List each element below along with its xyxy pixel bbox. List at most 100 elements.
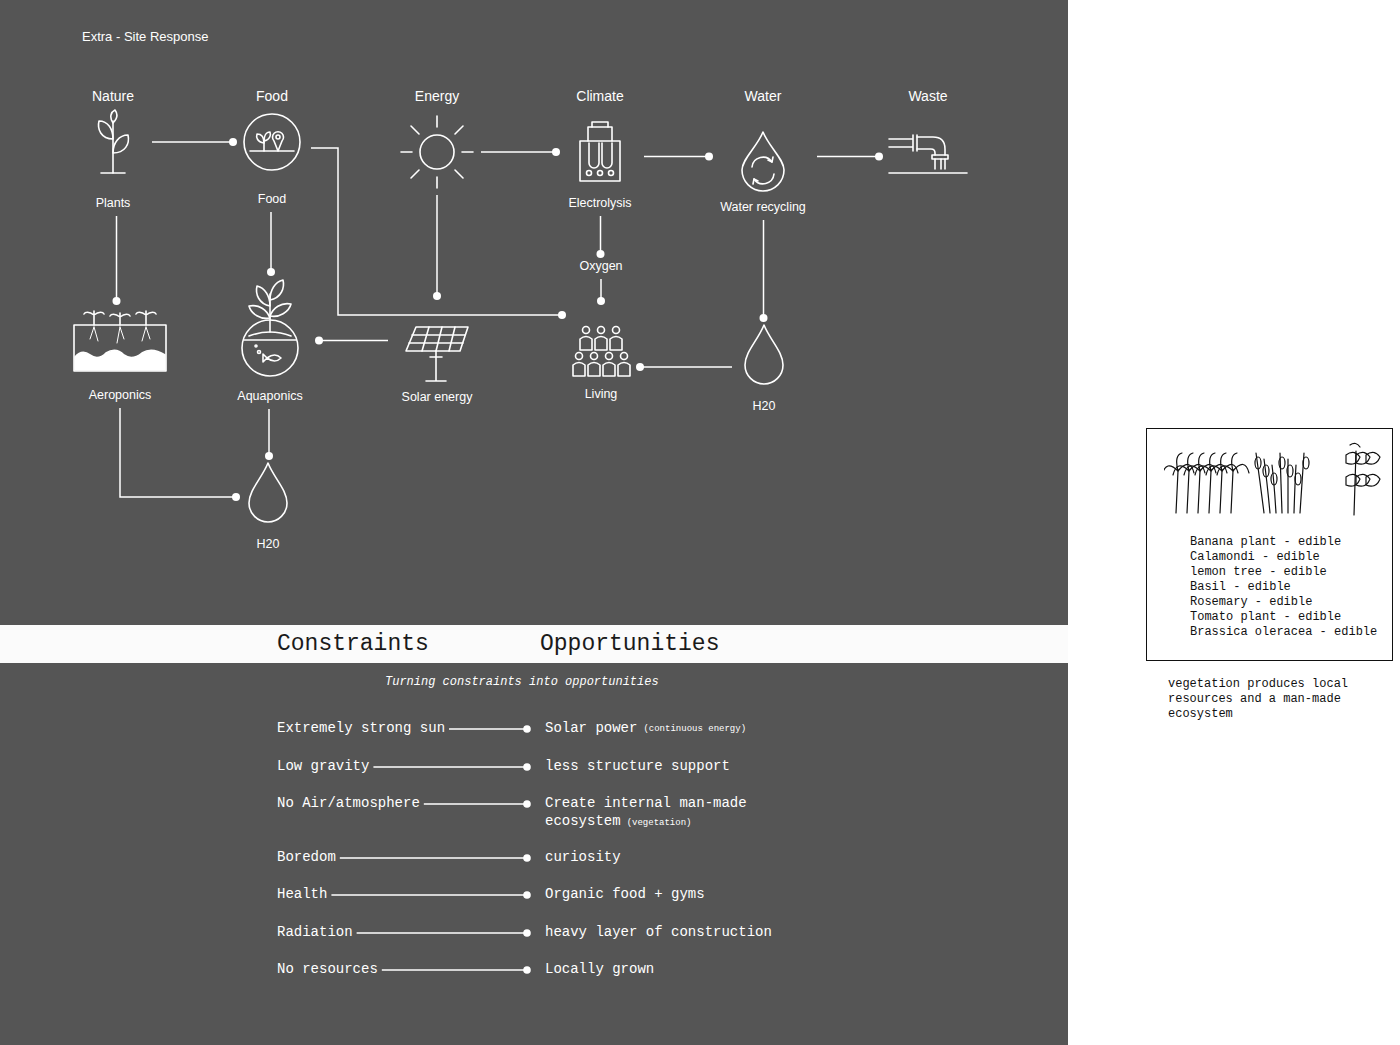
category-heading: Nature xyxy=(78,88,148,105)
opportunity-text: Solar power xyxy=(545,719,637,737)
icon-node: WaterWater recycling xyxy=(713,88,813,216)
plant-name: Banana plant - edible xyxy=(1190,535,1384,550)
plant-name: Calamondi - edible xyxy=(1190,550,1384,565)
connector-line xyxy=(116,216,118,301)
node-label: H20 xyxy=(240,536,296,553)
panel-icon xyxy=(404,325,470,383)
connector-line xyxy=(436,195,438,296)
category-heading: Waste xyxy=(883,88,973,105)
connector-line xyxy=(120,408,236,497)
connector-dot xyxy=(229,138,237,146)
connector-line xyxy=(600,216,602,254)
header-band xyxy=(0,625,1068,663)
node-label: Water recycling xyxy=(713,199,813,216)
constraint-text: No Air/atmosphere xyxy=(277,794,420,812)
drop-icon xyxy=(740,322,788,388)
node-label: Aquaponics xyxy=(225,388,315,405)
constraint-text: Health xyxy=(277,885,327,903)
aero-icon xyxy=(72,305,168,373)
subheading: Turning constraints into opportunities xyxy=(385,675,659,690)
leader-line xyxy=(357,932,526,933)
dark-panel xyxy=(0,0,1068,1045)
node-label: Living xyxy=(566,386,636,403)
connector-dot xyxy=(636,363,644,371)
connector-line xyxy=(644,156,709,158)
connector-line xyxy=(319,340,388,342)
sun-icon xyxy=(398,113,476,191)
leader-line xyxy=(382,969,526,970)
constraint-text: Boredom xyxy=(277,848,336,866)
icon-node: NaturePlants xyxy=(78,88,148,212)
opportunity-text: curiosity xyxy=(545,848,621,866)
connector-dot xyxy=(597,250,605,258)
note: (continuous energy) xyxy=(643,723,746,735)
connector-line xyxy=(763,220,765,318)
category-heading: Food xyxy=(237,88,307,105)
icon-node: Aeroponics xyxy=(65,305,175,404)
node-label: Oxygen xyxy=(571,258,631,275)
connector-dot xyxy=(265,452,273,460)
leader-dot xyxy=(523,725,531,733)
category-heading: Water xyxy=(713,88,813,105)
icon-node: Oxygen xyxy=(571,258,631,275)
leader-line xyxy=(424,803,526,804)
leader-dot xyxy=(523,763,531,771)
node-label: Plants xyxy=(78,195,148,212)
connector-dot xyxy=(552,148,560,156)
opportunity-text: Organic food + gyms xyxy=(545,885,705,903)
leader-dot xyxy=(523,891,531,899)
plant-icon xyxy=(93,109,133,175)
recycle-icon xyxy=(738,129,788,193)
connector-dot xyxy=(875,153,883,161)
connector-dot xyxy=(232,493,240,501)
leader-dot xyxy=(523,854,531,862)
connector-line xyxy=(481,151,556,153)
constraint-text: Extremely strong sun xyxy=(277,719,445,737)
opportunity-text: heavy layer of construction xyxy=(545,923,772,941)
category-heading: Energy xyxy=(397,88,477,105)
plant-name: Tomato plant - edible xyxy=(1190,610,1384,625)
connector-dot xyxy=(113,297,121,305)
plant-name: Basil - edible xyxy=(1190,580,1384,595)
connector-dot xyxy=(315,337,323,345)
leader-line xyxy=(373,766,526,767)
connector-line xyxy=(817,156,879,158)
icon-node: Living xyxy=(566,305,636,403)
constraint-text: Low gravity xyxy=(277,757,369,775)
plant-illustration xyxy=(1164,441,1384,521)
section-heading: Constraints xyxy=(277,631,429,657)
plant-name: Brassica oleracea - edible xyxy=(1190,625,1384,640)
node-label: Aeroponics xyxy=(65,387,175,404)
icon-node: Aquaponics xyxy=(225,276,315,405)
leader-dot xyxy=(523,929,531,937)
leader-dot xyxy=(523,966,531,974)
icon-node: H20 xyxy=(240,460,296,553)
icon-node: Solar energy xyxy=(392,300,482,406)
icon-node: Energy xyxy=(397,88,477,191)
connector-dot xyxy=(267,268,275,276)
node-label: Solar energy xyxy=(392,389,482,406)
connector-dot xyxy=(433,292,441,300)
constraint-text: Radiation xyxy=(277,923,353,941)
connector-line xyxy=(311,148,562,315)
diagram-title: Extra - Site Response xyxy=(82,28,208,45)
icon-node: H20 xyxy=(736,322,792,415)
plant-name: Rosemary - edible xyxy=(1190,595,1384,610)
leader-dot xyxy=(523,800,531,808)
icon-node: FoodFood xyxy=(237,88,307,208)
leader-line xyxy=(340,857,526,858)
node-label: Food xyxy=(237,191,307,208)
icon-node: Waste xyxy=(883,88,973,177)
plant-list-box: Banana plant - edibleCalamondi - ediblel… xyxy=(1146,428,1393,661)
food-icon xyxy=(242,111,302,173)
caption-note: vegetation produces local resources and … xyxy=(1168,677,1354,722)
connector-dot xyxy=(597,297,605,305)
category-heading: Climate xyxy=(560,88,640,105)
connector-line xyxy=(152,141,233,143)
opportunity-text: Locally grown xyxy=(545,960,654,978)
pipe-icon xyxy=(887,127,969,177)
plant-name: lemon tree - edible xyxy=(1190,565,1384,580)
drop-icon xyxy=(244,460,292,526)
constraint-text: No resources xyxy=(277,960,378,978)
leader-line xyxy=(331,894,526,895)
